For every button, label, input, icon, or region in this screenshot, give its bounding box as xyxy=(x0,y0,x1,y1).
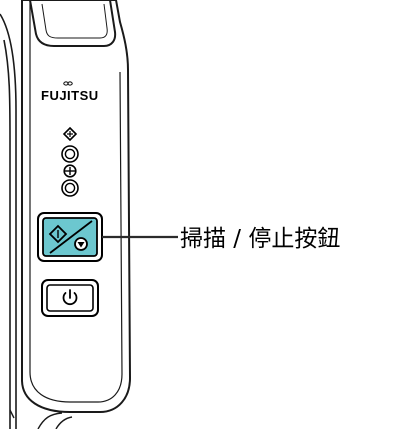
scan-stop-button[interactable] xyxy=(37,212,103,262)
scan-ready-indicator-lamp xyxy=(61,145,79,163)
scanner-side-panel xyxy=(21,0,132,413)
error-icon xyxy=(63,164,77,178)
callout-label: 掃描 / 停止按鈕 xyxy=(180,226,340,252)
scanner-base-outline xyxy=(9,409,73,429)
error-indicator-lamp xyxy=(61,179,79,197)
top-cap xyxy=(28,0,117,47)
power-button[interactable] xyxy=(41,279,99,317)
diamond-icon xyxy=(62,126,78,142)
power-icon xyxy=(62,289,78,306)
infinity-mark xyxy=(63,81,73,86)
stop-icon xyxy=(74,237,88,251)
brand-text: FUJITSU xyxy=(41,88,99,103)
brand-logo: FUJITSU xyxy=(41,81,99,103)
scan-start-icon xyxy=(48,224,68,244)
scanner-rear-outline xyxy=(0,13,17,429)
